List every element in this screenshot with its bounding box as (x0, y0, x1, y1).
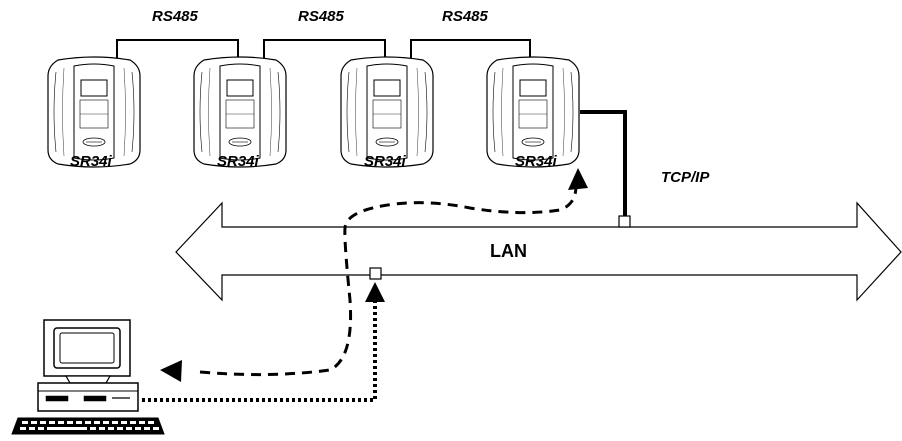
lan-label: LAN (490, 241, 527, 262)
rs485-wires (117, 40, 530, 74)
reader-device-2 (194, 57, 286, 167)
tcpip-link (580, 112, 625, 218)
device-label-4: SR34i (515, 153, 557, 170)
reader-device-4 (487, 57, 579, 167)
lan-port-tcpip (619, 216, 630, 227)
rs485-label-1: RS485 (152, 8, 198, 25)
arrowhead-to-lan (365, 282, 385, 302)
rs485-label-3: RS485 (442, 8, 488, 25)
computer-icon (12, 320, 164, 434)
device-label-2: SR34i (217, 153, 259, 170)
device-label-3: SR34i (364, 153, 406, 170)
dotted-pc-link (142, 300, 375, 400)
reader-device-1 (48, 57, 140, 167)
tcpip-label: TCP/IP (661, 169, 709, 186)
rs485-label-2: RS485 (298, 8, 344, 25)
device-label-1: SR34i (70, 153, 112, 170)
reader-device-3 (341, 57, 433, 167)
arrowhead-to-device (568, 168, 588, 190)
lan-port-pc (370, 268, 381, 279)
lan-arrow (176, 203, 901, 300)
arrowhead-to-computer (160, 360, 182, 382)
dashed-data-path (200, 186, 576, 375)
